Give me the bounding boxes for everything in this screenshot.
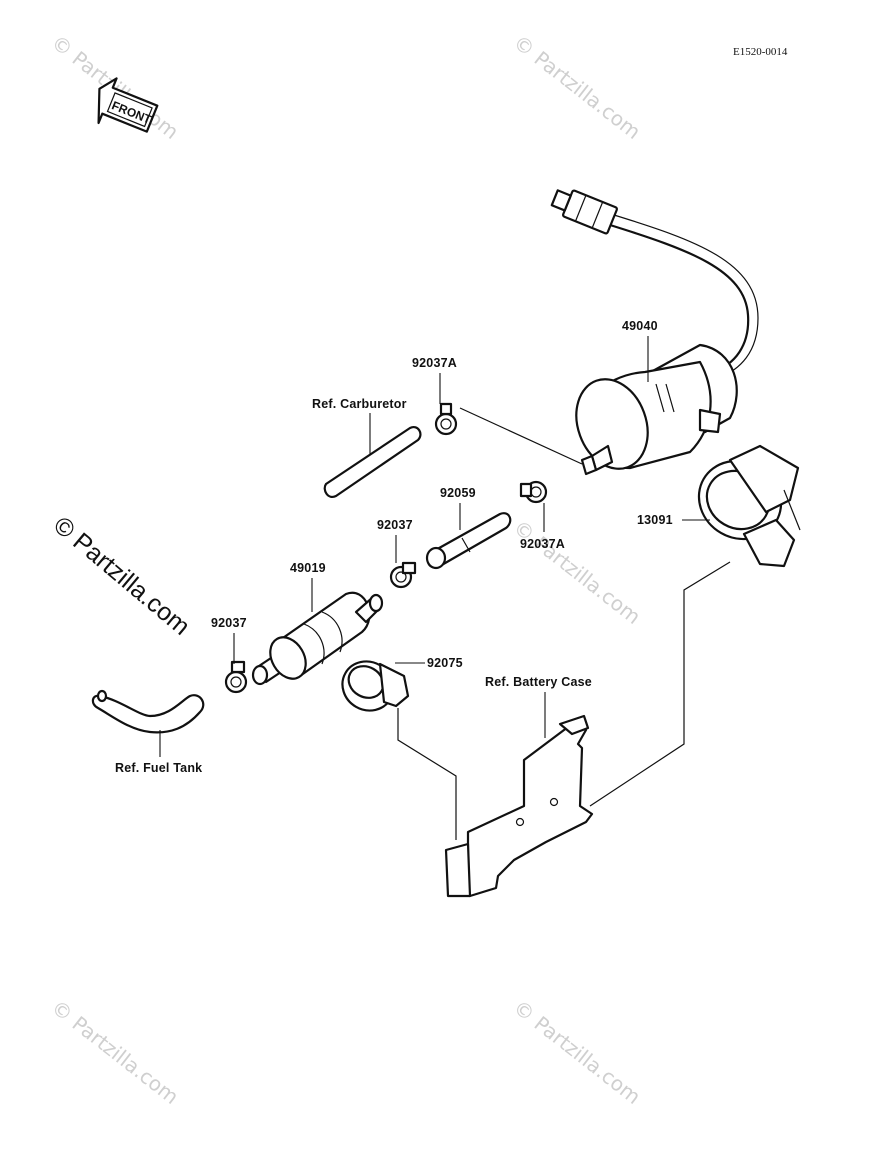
svg-text:© Partzilla.com: © Partzilla.com	[48, 511, 195, 641]
connection-line-pump	[459, 407, 583, 465]
watermark-bottom-left: © Partzilla.com	[47, 995, 183, 1109]
connection-line-92075	[397, 708, 457, 840]
watermark-middle-right: © Partzilla.com	[509, 515, 645, 629]
label-ref-carburetor: Ref. Carburetor	[312, 397, 407, 411]
watermark-bottom-right: © Partzilla.com	[509, 995, 645, 1109]
hose-92059	[425, 512, 512, 570]
label-13091: 13091	[637, 513, 673, 527]
fuel-tank-hose	[91, 689, 205, 734]
damper-13091	[697, 444, 801, 568]
clamp-92037a-top	[434, 402, 458, 436]
label-92075: 92075	[427, 656, 463, 670]
clamp-92037-mid	[389, 561, 417, 589]
label-ref-battery-case: Ref. Battery Case	[485, 675, 592, 689]
clamp-92037a-right	[519, 480, 548, 504]
carburetor-hose	[323, 426, 422, 498]
label-92037a-top: 92037A	[412, 356, 457, 370]
svg-text:© Partzilla.com: © Partzilla.com	[47, 995, 183, 1109]
label-92059: 92059	[440, 486, 476, 500]
connection-line-13091	[589, 561, 731, 807]
diagram-code: E1520-0014	[733, 46, 788, 58]
watermark-top-right: © Partzilla.com	[509, 30, 645, 144]
fuel-pump-49040	[550, 189, 759, 476]
battery-case-bracket	[444, 714, 594, 898]
svg-text:© Partzilla.com: © Partzilla.com	[509, 995, 645, 1109]
watermark-top-left: © Partzilla.com	[47, 30, 183, 144]
holder-92075	[341, 660, 410, 712]
label-ref-fuel-tank: Ref. Fuel Tank	[115, 761, 202, 775]
label-92037-mid: 92037	[377, 518, 413, 532]
label-92037-left: 92037	[211, 616, 247, 630]
front-arrow-icon: FRONT	[97, 77, 159, 133]
svg-text:© Partzilla.com: © Partzilla.com	[47, 30, 183, 144]
label-49040: 49040	[622, 319, 658, 333]
label-92037a-right: 92037A	[520, 537, 565, 551]
fuel-filter-49019	[251, 591, 384, 686]
watermark-left-dark: © Partzilla.com	[48, 511, 195, 641]
svg-text:© Partzilla.com: © Partzilla.com	[509, 30, 645, 144]
svg-text:© Partzilla.com: © Partzilla.com	[509, 515, 645, 629]
clamp-92037-left	[224, 660, 248, 694]
label-49019: 49019	[290, 561, 326, 575]
